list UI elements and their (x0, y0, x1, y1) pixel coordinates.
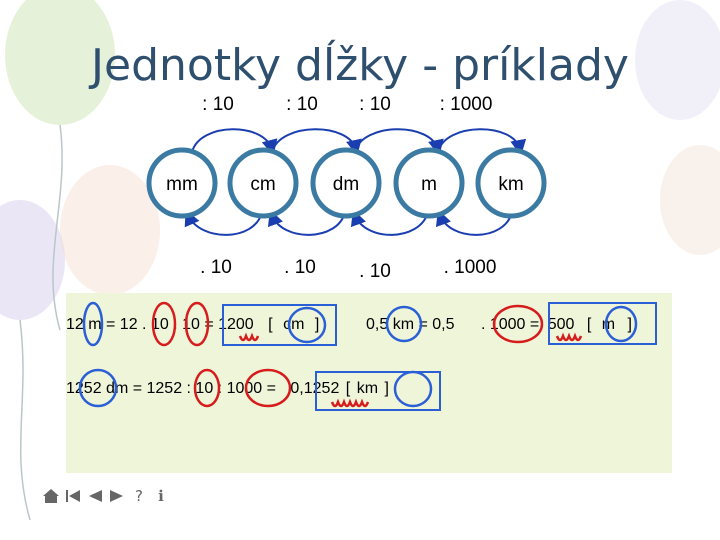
example-1-expression: 12 m = 12 . 10 . 10 = 1200 (66, 316, 254, 333)
home-icon[interactable] (42, 487, 60, 505)
unit-circle-dm: dm (310, 147, 382, 219)
example-3-bracket-close: ] (384, 380, 389, 397)
example-2: 0,5 km = 0,5 . 1000 = 500 [ m ] (366, 316, 632, 334)
multiply-arrow-3 (350, 209, 429, 236)
unit-circle-cm: cm (227, 147, 299, 219)
svg-text:m: m (421, 174, 437, 195)
page-title: Jednotky dĺžky - príklady (91, 40, 629, 91)
svg-text:cm: cm (250, 174, 275, 195)
svg-text:mm: mm (166, 174, 198, 195)
divide-arrow-1 (191, 128, 278, 156)
example-2-bracket-close: ] (627, 316, 632, 333)
unit-circle-km: km (475, 147, 547, 219)
divide-arrow-4 (437, 128, 527, 156)
example-3-unit: km (356, 380, 379, 397)
divide-label-4: : 1000 (440, 94, 493, 115)
unit-circle-m: m (393, 147, 465, 219)
multiply-arrow-4 (435, 209, 513, 236)
multiply-label-4: . 1000 (444, 257, 497, 278)
multiply-label-3: . 10 (359, 261, 391, 282)
divide-label-1: : 10 (202, 94, 234, 115)
svg-text:km: km (498, 174, 523, 195)
example-2-bracket-open: [ (586, 316, 592, 333)
info-icon[interactable]: ℹ (158, 487, 164, 505)
unit-circle-mm: mm (146, 147, 218, 219)
example-2-unit: m (601, 316, 616, 333)
multiply-arrow-1 (184, 209, 263, 236)
divide-arrow-2 (271, 128, 362, 156)
slide-navigation: ? ℹ (42, 486, 170, 506)
example-1: 12 m = 12 . 10 . 10 = 1200 [ cm ] (66, 316, 319, 334)
example-2-expression: 0,5 km = 0,5 (366, 316, 455, 333)
next-slide-icon[interactable] (108, 487, 126, 505)
multiply-arrow-2 (267, 209, 346, 236)
example-1-bracket-open: [ (268, 316, 273, 333)
multiply-label-1: . 10 (200, 257, 232, 278)
example-3-bracket-open: [ (345, 380, 351, 397)
previous-slide-icon[interactable] (86, 487, 104, 505)
divide-arrow-3 (354, 128, 444, 156)
example-1-bracket-close: ] (314, 316, 320, 333)
example-2-result: 500 (547, 316, 575, 333)
example-2-multiplier: . 1000 = (480, 316, 540, 333)
example-3-expression: 1252 dm = 1252 : 10 : 1000 = (66, 380, 276, 397)
example-3-result: 0,1252 (290, 380, 340, 397)
help-icon[interactable]: ? (135, 487, 143, 505)
example-3: 1252 dm = 1252 : 10 : 1000 = 0,1252 [ km… (66, 380, 389, 398)
svg-text:dm: dm (333, 174, 359, 195)
divide-label-3: : 10 (359, 94, 391, 115)
example-1-unit: cm (283, 316, 305, 333)
multiply-label-2: . 10 (284, 257, 316, 278)
first-slide-icon[interactable] (64, 487, 82, 505)
divide-label-2: : 10 (286, 94, 318, 115)
